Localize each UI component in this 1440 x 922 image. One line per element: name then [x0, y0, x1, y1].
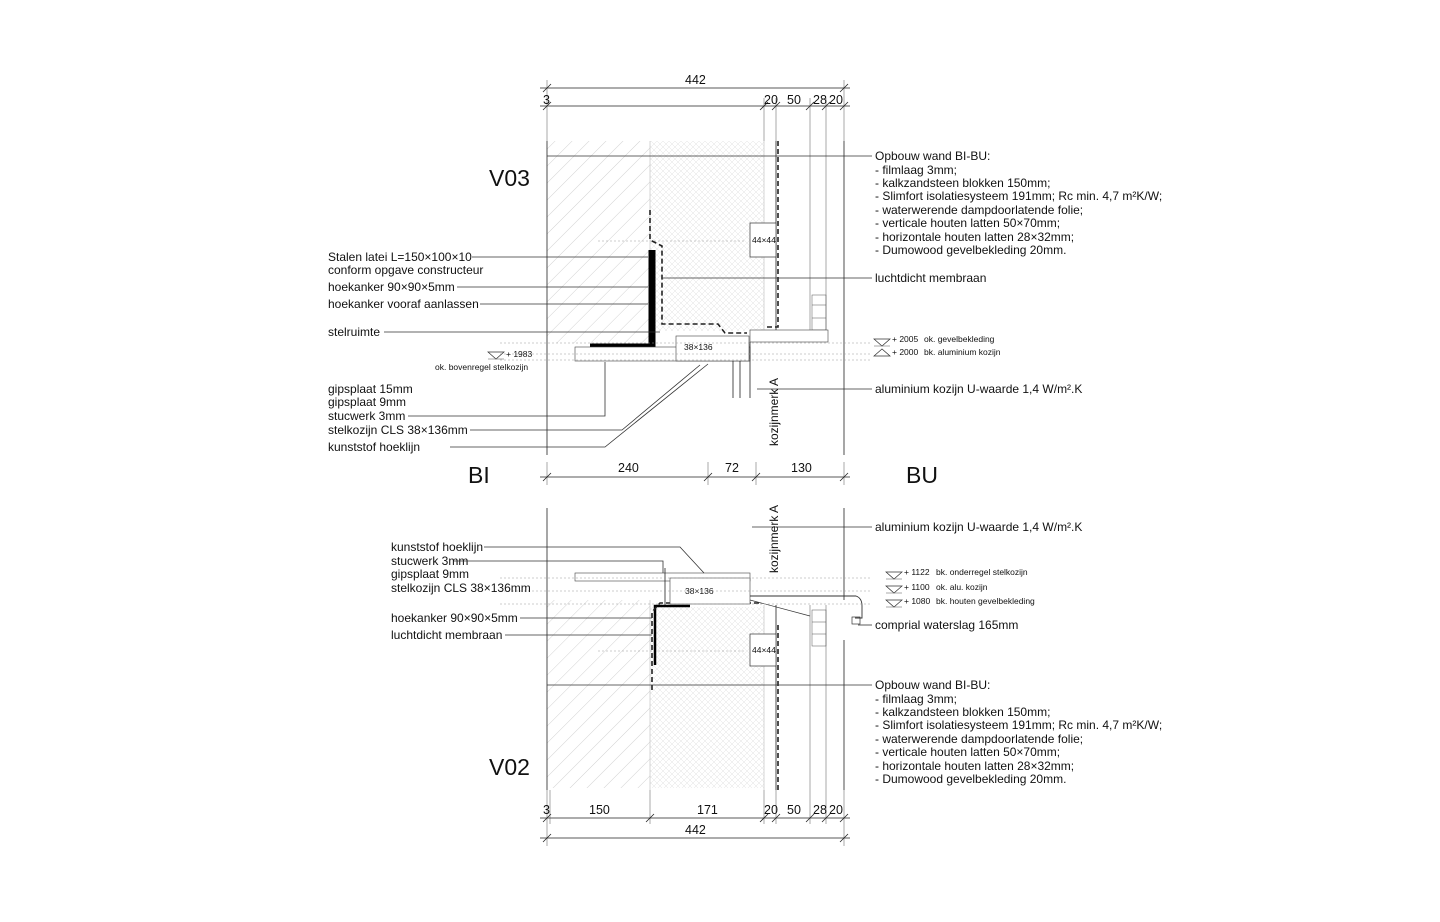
level-1100: + 1100	[904, 582, 930, 592]
leaders-bottom-right: aluminium kozijn U-waarde 1,4 W/m².K koz…	[547, 505, 1162, 786]
section-label-v03: V03	[489, 165, 530, 191]
level-2000-desc: bk. aluminium kozijn	[924, 347, 1001, 357]
wall-line-bottom-6: - Dumowood gevelbekleding 20mm.	[875, 772, 1066, 786]
level-1983-desc: ok. bovenregel stelkozijn	[435, 362, 528, 372]
label-plaster-top: stucwerk 3mm	[328, 409, 405, 423]
wall-line-bottom-4: - verticale houten latten 50×70mm;	[875, 745, 1060, 759]
label-adjustment-space: stelruimte	[328, 325, 380, 339]
label-airtight-membrane-top: luchtdicht membraan	[875, 271, 986, 285]
dim-top-3: 3	[543, 93, 550, 107]
section-label-v02: V02	[489, 754, 530, 780]
label-plasterboard-bottom: gipsplaat 9mm	[391, 567, 469, 581]
wall-build-up-title-bottom: Opbouw wand BI-BU:	[875, 678, 990, 692]
label-corner-profile-top: kunststof hoeklijn	[328, 440, 420, 454]
level-2005-desc: ok. gevelbekleding	[924, 334, 995, 344]
dim-130: 130	[791, 461, 812, 475]
dim-bottom-28: 28	[813, 803, 827, 817]
label-corner-anchor-bottom: hoekanker 90×90×5mm	[391, 611, 518, 625]
wall-line-bottom-0: - filmlaag 3mm;	[875, 692, 957, 706]
insulation-top	[650, 141, 764, 331]
wall-line-top-2: - Slimfort isolatiesysteem 191mm; Rc min…	[875, 189, 1162, 203]
label-plaster-bottom: stucwerk 3mm	[391, 554, 468, 568]
level-1100-desc: ok. alu. kozijn	[936, 582, 988, 592]
level-1122: + 1122	[904, 567, 930, 577]
dimension-chain-middle: 240 72 130	[540, 461, 850, 485]
side-label-outside: BU	[906, 462, 938, 488]
batten-size-bottom: 44×44	[752, 645, 776, 655]
wall-line-top-5: - horizontale houten latten 28×32mm;	[875, 230, 1074, 244]
label-steel-lintel-note: conform opgave constructeur	[328, 263, 483, 277]
dim-bottom-20a: 20	[764, 803, 778, 817]
side-label-inside: BI	[468, 462, 490, 488]
wall-line-bottom-1: - kalkzandsteen blokken 150mm;	[875, 705, 1050, 719]
wall-line-top-1: - kalkzandsteen blokken 150mm;	[875, 176, 1050, 190]
masonry-top	[547, 141, 650, 343]
wall-line-bottom-2: - Slimfort isolatiesysteem 191mm; Rc min…	[875, 718, 1162, 732]
level-1080: + 1080	[904, 596, 931, 606]
wall-line-top-6: - Dumowood gevelbekleding 20mm.	[875, 243, 1066, 257]
dim-bottom-3: 3	[543, 803, 550, 817]
label-frame-mark-bottom: kozijnmerk A	[767, 505, 781, 573]
label-plasterboard-9: gipsplaat 9mm	[328, 395, 406, 409]
dim-top-50: 50	[787, 93, 801, 107]
wall-build-up-title-top: Opbouw wand BI-BU:	[875, 149, 990, 163]
level-1122-desc: bk. onderregel stelkozijn	[936, 567, 1028, 577]
dim-top-28: 28	[813, 93, 827, 107]
frame-size-top: 38×136	[684, 342, 713, 352]
label-subframe-top: stelkozijn CLS 38×136mm	[328, 423, 468, 437]
leaders-top-left: Stalen latei L=150×100×10 conform opgave…	[328, 250, 709, 454]
insulation-bottom	[650, 607, 764, 788]
dim-bottom-150: 150	[589, 803, 610, 817]
leaders-bottom-left: kunststof hoeklijn stucwerk 3mm gipsplaa…	[391, 540, 705, 642]
label-subframe-bottom: stelkozijn CLS 38×136mm	[391, 581, 531, 595]
label-plasterboard-15: gipsplaat 15mm	[328, 382, 413, 396]
dim-top-20b: 20	[829, 93, 843, 107]
wall-line-top-3: - waterwerende dampdoorlatende folie;	[875, 203, 1083, 217]
batten-size-top: 44×44	[752, 235, 776, 245]
label-corner-profile-bottom: kunststof hoeklijn	[391, 540, 483, 554]
leaders-top-right: Opbouw wand BI-BU: - filmlaag 3mm; - kal…	[435, 149, 1162, 446]
airtight-membrane-top	[649, 210, 747, 334]
label-alu-frame-top: aluminium kozijn U-waarde 1,4 W/m².K	[875, 382, 1082, 396]
level-2000: + 2000	[892, 347, 919, 357]
label-corner-anchor-weld: hoekanker vooraf aanlassen	[328, 297, 479, 311]
label-window-sill: comprial waterslag 165mm	[875, 618, 1018, 632]
dim-bottom-50: 50	[787, 803, 801, 817]
level-2005: + 2005	[892, 334, 919, 344]
wall-line-top-0: - filmlaag 3mm;	[875, 163, 957, 177]
label-airtight-membrane-bottom: luchtdicht membraan	[391, 628, 502, 642]
label-steel-lintel: Stalen latei L=150×100×10	[328, 250, 472, 264]
dimension-chain-bottom: 3 150 171 20 50 28 20 442	[540, 790, 850, 846]
dim-top-20a: 20	[764, 93, 778, 107]
level-1983: + 1983	[506, 349, 533, 359]
level-1080-desc: bk. houten gevelbekleding	[936, 596, 1035, 606]
label-corner-anchor-top: hoekanker 90×90×5mm	[328, 280, 455, 294]
dim-240: 240	[618, 461, 639, 475]
frame-size-bottom: 38×136	[685, 586, 714, 596]
dim-top-overall: 442	[685, 73, 706, 87]
dim-72: 72	[725, 461, 739, 475]
wall-line-top-4: - verticale houten latten 50×70mm;	[875, 216, 1060, 230]
dimension-chain-top: 442 3 20 50 28 20	[540, 73, 850, 141]
label-frame-mark-top: kozijnmerk A	[767, 378, 781, 446]
wall-line-bottom-3: - waterwerende dampdoorlatende folie;	[875, 732, 1083, 746]
masonry-bottom	[547, 600, 650, 788]
dim-bottom-20b: 20	[829, 803, 843, 817]
section-v03: 44×44 38×136	[500, 141, 870, 455]
dim-bottom-171: 171	[697, 803, 718, 817]
wall-line-bottom-5: - horizontale houten latten 28×32mm;	[875, 759, 1074, 773]
label-alu-frame-bottom: aluminium kozijn U-waarde 1,4 W/m².K	[875, 520, 1082, 534]
section-v02: 44×44 38×136	[500, 508, 870, 790]
dim-bottom-overall: 442	[685, 823, 706, 837]
